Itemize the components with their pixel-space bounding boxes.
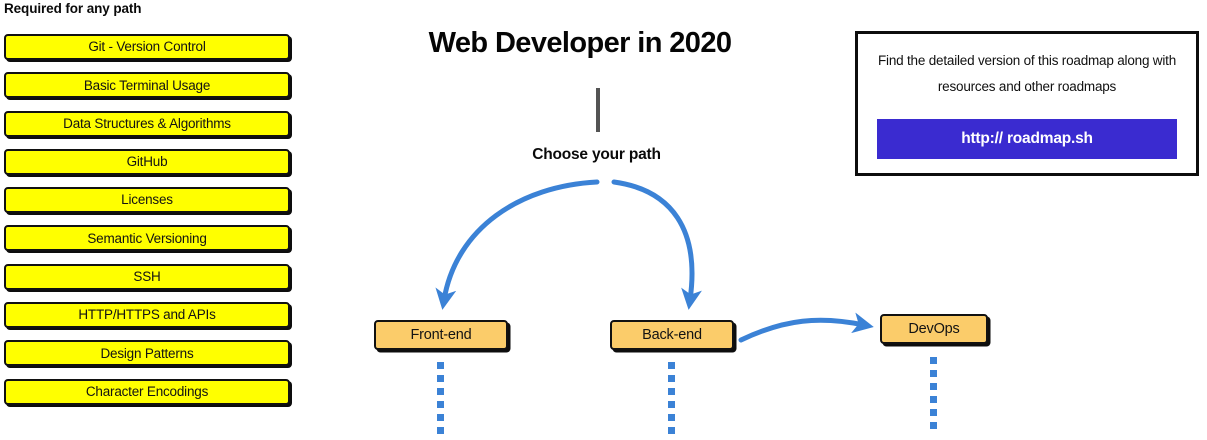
- trail-dot: [437, 401, 444, 408]
- topic-box-character-encodings[interactable]: Character Encodings: [4, 378, 290, 405]
- topic-label: SSH: [133, 269, 161, 285]
- topic-label: Git - Version Control: [88, 39, 206, 55]
- trail-dot: [437, 388, 444, 395]
- topic-box-licenses[interactable]: Licenses: [4, 187, 290, 214]
- topic-label: Data Structures & Algorithms: [63, 115, 231, 131]
- topic-label: Licenses: [121, 192, 173, 208]
- roadmap-link-label: http:// roadmap.sh: [961, 130, 1093, 147]
- trail-dot: [930, 409, 937, 416]
- path-box-backend[interactable]: Back-end: [610, 320, 734, 350]
- trail-dot: [930, 422, 937, 429]
- topic-box-semantic-versioning[interactable]: Semantic Versioning: [4, 225, 290, 252]
- topic-box-terminal[interactable]: Basic Terminal Usage: [4, 72, 290, 99]
- path-box-frontend[interactable]: Front-end: [374, 320, 508, 350]
- roadmap-center-stage: Web Developer in 2020 Choose your path: [300, 0, 860, 436]
- trail-dot: [437, 414, 444, 421]
- dotted-trail-frontend: [437, 362, 444, 440]
- page-title: Web Developer in 2020: [428, 27, 732, 59]
- trail-dot: [668, 414, 675, 421]
- path-label: DevOps: [908, 320, 960, 337]
- path-box-devops[interactable]: DevOps: [880, 314, 988, 344]
- trail-dot: [437, 375, 444, 382]
- choose-path-label: Choose your path: [532, 146, 661, 163]
- trail-dot: [930, 396, 937, 403]
- trail-dot: [437, 427, 444, 434]
- info-card: Find the detailed version of this roadma…: [855, 31, 1199, 176]
- topic-box-data-structures[interactable]: Data Structures & Algorithms: [4, 110, 290, 137]
- trail-dot: [668, 375, 675, 382]
- roadmap-link-button[interactable]: http:// roadmap.sh: [877, 119, 1177, 159]
- trail-dot: [668, 427, 675, 434]
- topic-label: GitHub: [126, 154, 168, 170]
- dotted-trail-devops: [930, 357, 937, 435]
- required-section-heading: Required for any path: [4, 1, 142, 16]
- trail-dot: [668, 401, 675, 408]
- topic-label: Design Patterns: [100, 345, 194, 361]
- trail-dot: [930, 370, 937, 377]
- topic-box-http-apis[interactable]: HTTP/HTTPS and APIs: [4, 302, 290, 329]
- topic-box-design-patterns[interactable]: Design Patterns: [4, 340, 290, 367]
- required-topics-column: Required for any path Git - Version Cont…: [4, 0, 296, 436]
- dotted-trail-backend: [668, 362, 675, 440]
- topic-label: Semantic Versioning: [87, 230, 207, 246]
- topic-box-git[interactable]: Git - Version Control: [4, 34, 290, 60]
- path-label: Back-end: [642, 326, 702, 343]
- trail-dot: [930, 383, 937, 390]
- topic-label: HTTP/HTTPS and APIs: [78, 307, 216, 323]
- required-topics-list: Git - Version Control Basic Terminal Usa…: [4, 34, 292, 417]
- trail-dot: [668, 362, 675, 369]
- topic-label: Character Encodings: [85, 383, 209, 399]
- trail-dot: [930, 357, 937, 364]
- path-label: Front-end: [410, 326, 472, 343]
- info-card-description: Find the detailed version of this roadma…: [877, 53, 1177, 94]
- trail-dot: [437, 362, 444, 369]
- topic-box-github[interactable]: GitHub: [4, 148, 290, 175]
- trunk-connector-line: [596, 88, 600, 132]
- topic-box-ssh[interactable]: SSH: [4, 263, 290, 290]
- topic-label: Basic Terminal Usage: [83, 77, 211, 93]
- trail-dot: [668, 388, 675, 395]
